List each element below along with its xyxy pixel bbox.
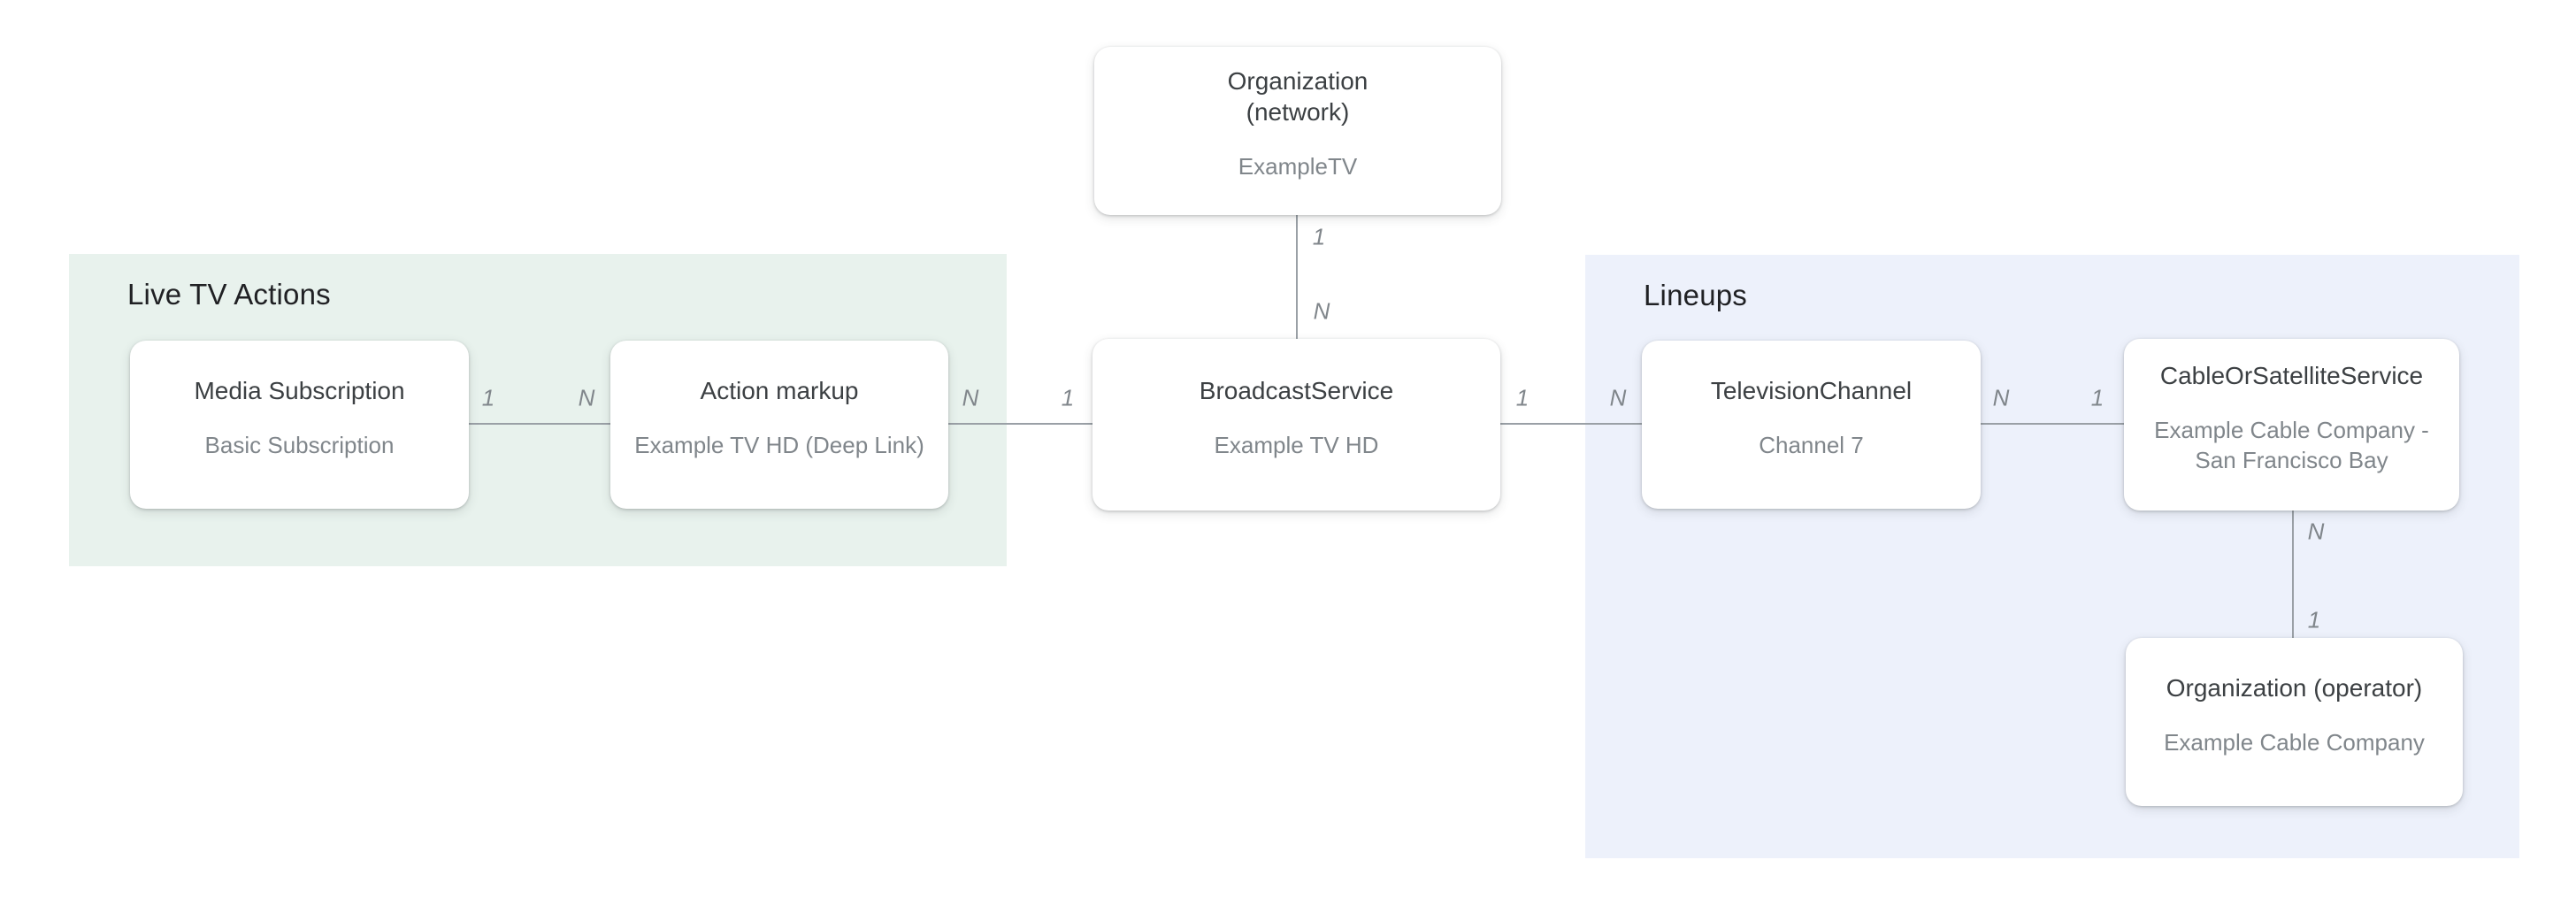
node-broadcast-service: BroadcastService Example TV HD bbox=[1092, 339, 1500, 511]
cardinality-label: N bbox=[962, 384, 979, 411]
edge-line-mediasubscription-actionmarkup bbox=[469, 423, 610, 425]
node-cable-or-satellite-service: CableOrSatelliteService Example Cable Co… bbox=[2124, 339, 2459, 511]
cardinality-label: 1 bbox=[1312, 223, 1326, 250]
edge-line-organizationnetwork-broadcastservice bbox=[1296, 215, 1298, 339]
section-label-live-tv-actions: Live TV Actions bbox=[127, 278, 331, 311]
cardinality-label: N bbox=[1992, 384, 2010, 411]
node-title: Media Subscription bbox=[194, 376, 405, 404]
node-organization-network: Organization (network) ExampleTV bbox=[1094, 47, 1501, 215]
node-organization-operator: Organization (operator) Example Cable Co… bbox=[2126, 638, 2463, 806]
cardinality-label: 1 bbox=[481, 384, 495, 411]
cardinality-label: 1 bbox=[1515, 384, 1530, 411]
node-subtitle: Example Cable Company - San Francisco Ba… bbox=[2154, 416, 2429, 473]
node-title: CableOrSatelliteService bbox=[2159, 361, 2424, 389]
cardinality-label: 1 bbox=[2307, 606, 2321, 633]
node-subtitle: Example TV HD (Deep Link) bbox=[634, 431, 924, 458]
cardinality-label: 1 bbox=[2090, 384, 2104, 411]
node-title: Action markup bbox=[700, 376, 859, 404]
node-media-subscription: Media Subscription Basic Subscription bbox=[130, 341, 469, 509]
node-title: TelevisionChannel bbox=[1710, 376, 1913, 404]
edge-line-actionmarkup-broadcastservice bbox=[948, 423, 1092, 425]
edge-line-broadcastservice-televisionchannel bbox=[1500, 423, 1642, 425]
section-label-lineups: Lineups bbox=[1644, 279, 1747, 311]
node-subtitle: Example TV HD bbox=[1214, 431, 1379, 458]
node-title: BroadcastService bbox=[1199, 376, 1394, 404]
node-subtitle: Channel 7 bbox=[1759, 431, 1864, 458]
node-action-markup: Action markup Example TV HD (Deep Link) bbox=[610, 341, 948, 509]
node-title: Organization (network) bbox=[1227, 67, 1368, 127]
node-television-channel: TelevisionChannel Channel 7 bbox=[1642, 341, 1981, 509]
node-subtitle: Basic Subscription bbox=[204, 431, 395, 458]
node-subtitle: Example Cable Company bbox=[2164, 728, 2425, 756]
edge-line-cableorsatellite-organizationoperator bbox=[2292, 511, 2294, 638]
node-title: Organization (operator) bbox=[2166, 673, 2423, 702]
cardinality-label: N bbox=[1313, 297, 1330, 325]
cardinality-label: N bbox=[578, 384, 595, 411]
cardinality-label: 1 bbox=[1061, 384, 1075, 411]
cardinality-label: N bbox=[2307, 518, 2325, 545]
edge-line-televisionchannel-cableorsatellite bbox=[1981, 423, 2124, 425]
cardinality-label: N bbox=[1609, 384, 1627, 411]
node-subtitle: ExampleTV bbox=[1238, 153, 1358, 180]
